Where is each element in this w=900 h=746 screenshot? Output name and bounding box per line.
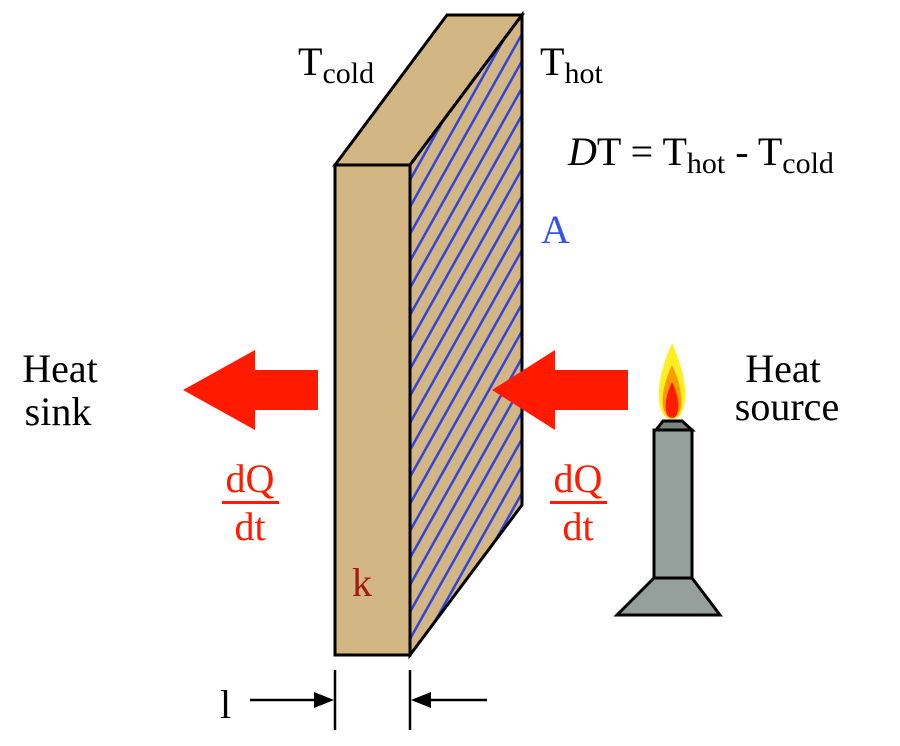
thickness-dimension: [250, 670, 487, 730]
burner: [613, 343, 724, 617]
hatch-line: [408, 195, 524, 397]
t-cold-label: Tcold: [298, 39, 374, 90]
heat-rate-left: dQ dt: [222, 456, 279, 549]
slab-front-face: [333, 163, 412, 657]
slab-side-face: [410, 15, 522, 655]
hatch-line: [408, 276, 524, 478]
delta-t-equation: DT = Thot - Tcold: [567, 129, 834, 180]
svg-text:dt: dt: [234, 504, 265, 549]
hatch-line: [408, 141, 524, 343]
hatch-line: [408, 411, 524, 613]
hatch-line: [408, 249, 524, 451]
hatch-line: [408, 384, 524, 586]
hatch-line: [408, 222, 524, 424]
svg-text:dt: dt: [562, 504, 593, 549]
conductivity-label: k: [352, 560, 372, 605]
hatch-line: [408, 330, 524, 532]
hatch-line: [408, 60, 524, 262]
hatch-line: [408, 87, 524, 289]
hatch-line: [433, 465, 524, 623]
hatch-line: [408, 33, 524, 235]
svg-text:dQ: dQ: [226, 456, 275, 501]
hatch-line: [408, 438, 524, 640]
slab: [332, 10, 525, 660]
t-hot-label: Thot: [540, 39, 603, 90]
svg-text:dQ: dQ: [554, 456, 603, 501]
hatch-line: [408, 114, 524, 316]
heat-flow-arrow-left: [183, 350, 318, 430]
heat-rate-right: dQ dt: [550, 456, 607, 549]
hatch-line: [408, 168, 524, 370]
hatch-line: [408, 38, 506, 208]
hatch-line: [408, 303, 524, 505]
heat-flow-arrow-right: [492, 350, 628, 430]
thickness-label: l: [220, 682, 231, 727]
area-label: A: [541, 207, 570, 252]
